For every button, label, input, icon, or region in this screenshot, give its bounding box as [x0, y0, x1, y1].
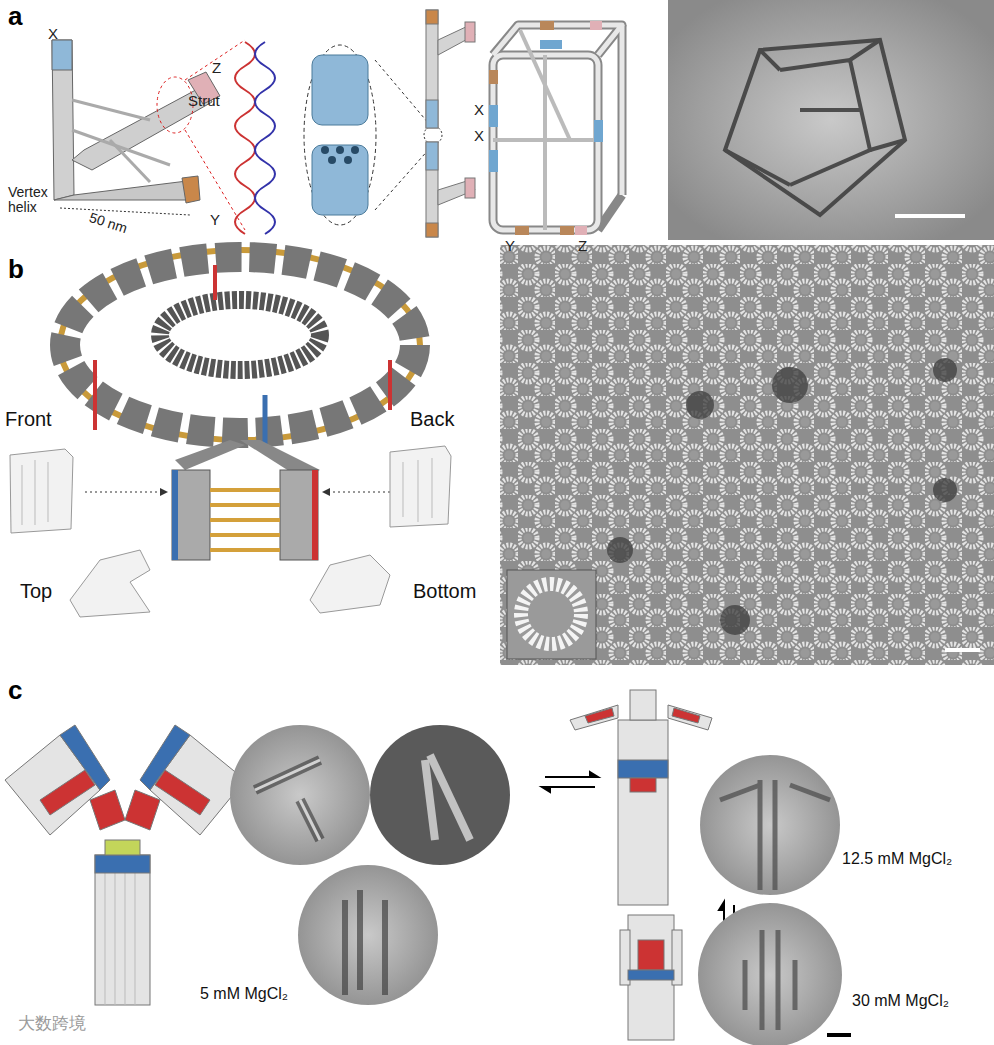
part-label: Strut: [188, 93, 220, 110]
panel-letter: c: [8, 676, 22, 705]
view-label: Back: [410, 408, 454, 430]
axis-letter: X: [474, 102, 484, 119]
part-label: Vertex helix: [8, 185, 60, 216]
panel-letter: b: [8, 255, 24, 284]
axis-letter: Y: [505, 238, 515, 255]
condition-label: 12.5 mM MgCl₂: [842, 850, 952, 868]
axis-letter: Z: [578, 238, 587, 255]
view-label: Top: [20, 580, 52, 602]
panel-letter: a: [8, 2, 22, 31]
watermark: 大数跨境: [18, 1015, 86, 1034]
condition-label: 30 mM MgCl₂: [852, 992, 949, 1010]
axis-letter: X: [48, 26, 58, 43]
axis-letter: Y: [210, 212, 220, 229]
view-label: Bottom: [413, 580, 476, 602]
axis-letter: Z: [212, 60, 221, 77]
view-label: Front: [5, 408, 52, 430]
dimension: 50 nm: [87, 210, 129, 237]
condition-label: 5 mM MgCl₂: [200, 985, 288, 1003]
axis-letter: X: [474, 128, 484, 145]
